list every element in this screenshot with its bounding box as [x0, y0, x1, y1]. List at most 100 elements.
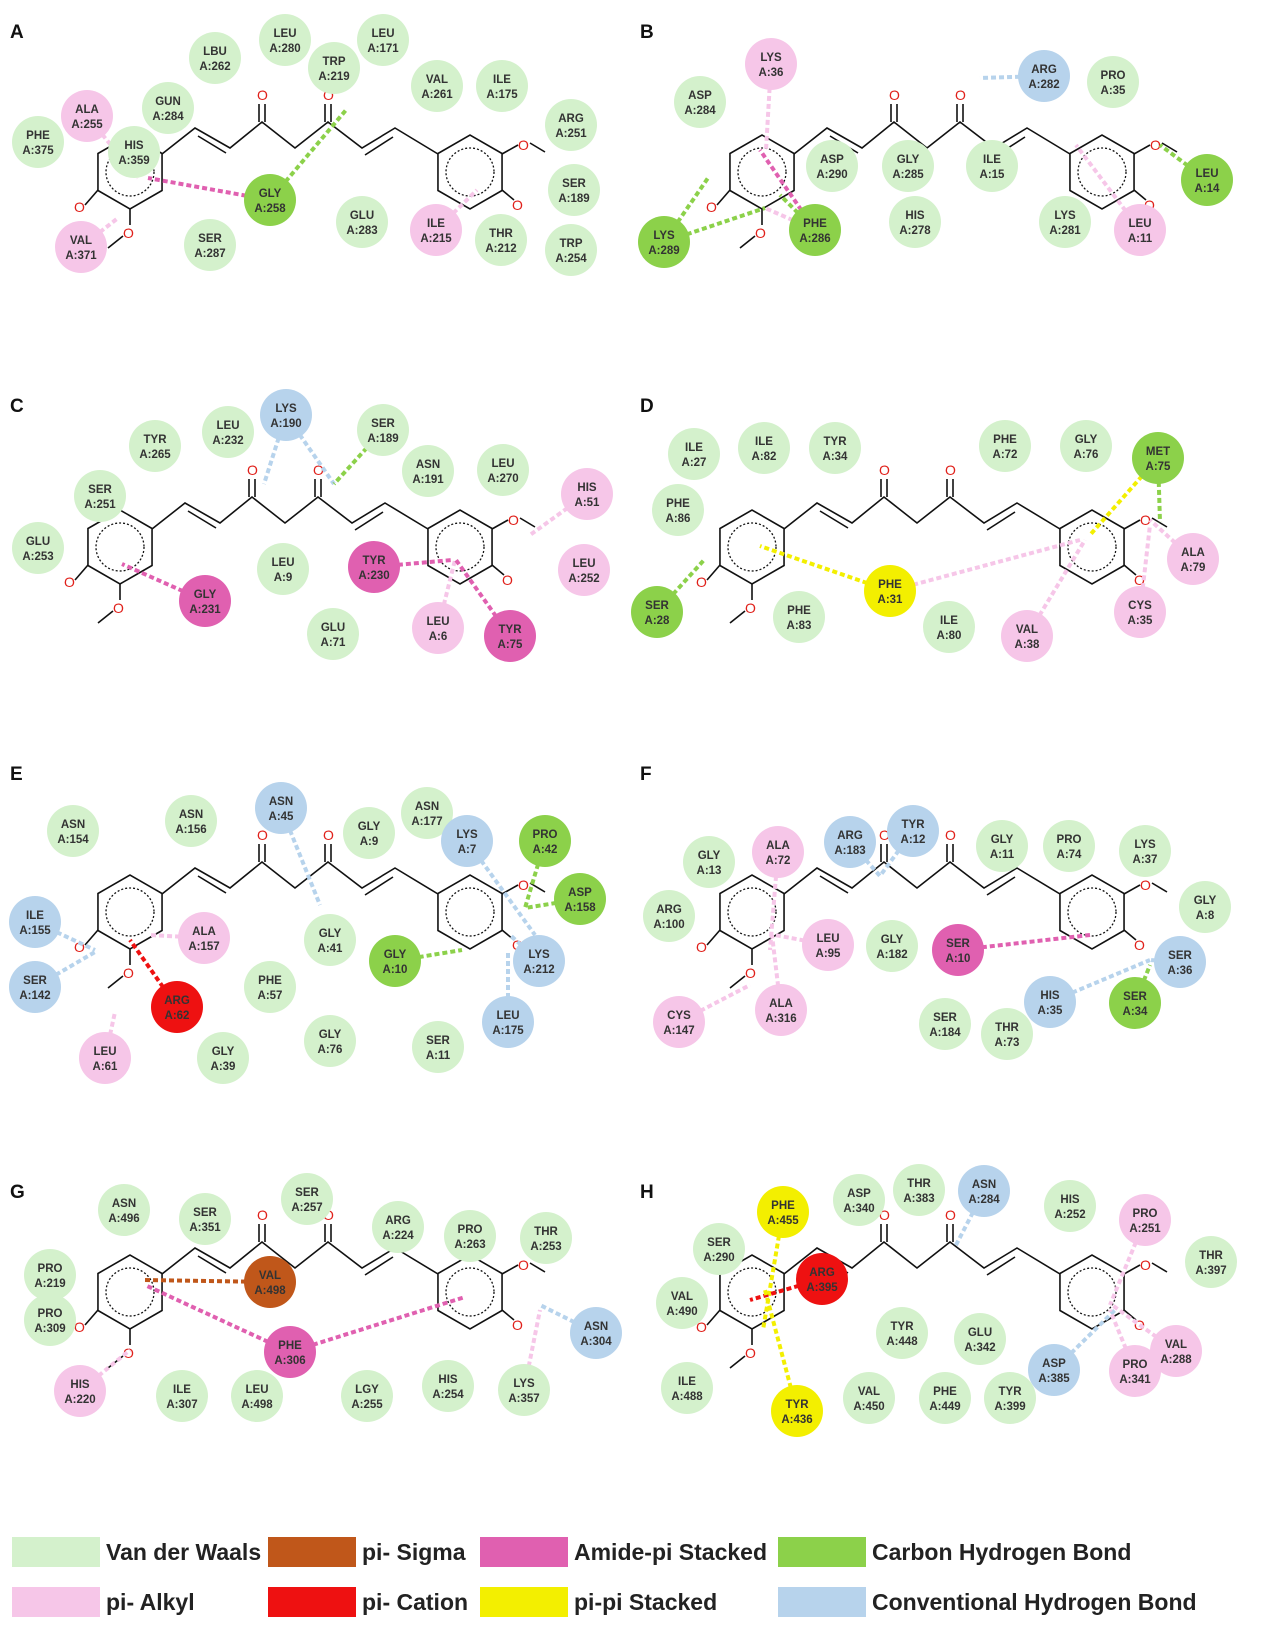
residue-circle — [179, 575, 231, 627]
oxygen-atom: O — [247, 462, 258, 478]
legend-label: pi- Cation — [362, 1589, 469, 1615]
residue-id: A:290 — [703, 1252, 734, 1264]
residue-circle — [806, 140, 858, 192]
oxygen-atom: O — [123, 1345, 134, 1361]
panel-label: H — [640, 1182, 654, 1203]
residue-name: ASN — [584, 1321, 608, 1333]
residue-circle — [441, 815, 493, 867]
residue-circle — [545, 99, 597, 151]
residue-circle — [255, 782, 307, 834]
residue-name: LEU — [274, 28, 297, 40]
residue-name: ASP — [688, 90, 712, 102]
residue-id: A:283 — [346, 225, 377, 237]
oxygen-atom: O — [745, 1345, 756, 1361]
oxygen-atom: O — [696, 939, 707, 955]
residue-circle — [482, 996, 534, 1048]
residue-name: HIS — [70, 1379, 90, 1391]
residue-id: A:307 — [166, 1399, 197, 1411]
residue-id: A:9 — [360, 836, 379, 848]
residue-id: A:83 — [787, 620, 812, 632]
panel-e: EASNA:154ASNA:156ASNA:45GLYA:9ASNA:177LY… — [9, 764, 606, 1084]
residue-name: SER — [946, 938, 970, 950]
residue-id: A:154 — [57, 834, 89, 846]
residue-name: PRO — [1101, 70, 1126, 82]
residue-circle — [882, 140, 934, 192]
residue-id: A:498 — [241, 1399, 273, 1411]
residue-name: SER — [1168, 950, 1192, 962]
residue-id: A:284 — [684, 105, 716, 117]
oxygen-atom: O — [502, 572, 513, 588]
residue-circle — [422, 1360, 474, 1412]
residue-name: PHE — [878, 579, 902, 591]
residue-id: A:215 — [420, 233, 452, 245]
residue-id: A:270 — [487, 473, 518, 485]
residue-id: A:38 — [1015, 639, 1041, 651]
oxygen-atom: O — [879, 1207, 890, 1223]
residue-circle — [738, 422, 790, 474]
residue-id: A:436 — [781, 1414, 812, 1426]
residue-circle — [652, 484, 704, 536]
residue-name: VAL — [671, 1291, 693, 1303]
residue-circle — [401, 787, 453, 839]
residue-name: ARG — [837, 830, 863, 842]
residue-name: LYS — [760, 52, 782, 64]
legend-label: pi- Sigma — [362, 1539, 466, 1565]
oxygen-atom: O — [123, 965, 134, 981]
residue-name: LYS — [1054, 210, 1076, 222]
residue-circle — [308, 42, 360, 94]
panel-label: G — [10, 1182, 25, 1203]
residue-name: PHE — [771, 1200, 795, 1212]
residue-id: A:254 — [555, 253, 587, 265]
oxygen-atom: O — [518, 137, 529, 153]
residue-name: PRO — [1123, 1359, 1148, 1371]
residue-name: CYS — [1128, 600, 1152, 612]
residue-id: A:286 — [799, 233, 830, 245]
residue-name: LEU — [1129, 218, 1152, 230]
residue-name: SER — [562, 178, 586, 190]
residue-name: MET — [1146, 446, 1170, 458]
residue-id: A:28 — [645, 615, 671, 627]
residue-id: A:13 — [697, 865, 722, 877]
oxygen-atom: O — [696, 1319, 707, 1335]
residue-circle — [259, 14, 311, 66]
residue-name: LYS — [275, 403, 297, 415]
residue-id: A:288 — [1160, 1354, 1192, 1366]
residue-circle — [108, 126, 160, 178]
residue-circle — [402, 445, 454, 497]
residue-circle — [958, 1165, 1010, 1217]
residue-circle — [919, 1372, 971, 1424]
residue-id: A:448 — [886, 1336, 918, 1348]
residue-circle — [656, 1277, 708, 1329]
oxygen-atom: O — [323, 827, 334, 843]
residue-id: A:450 — [853, 1401, 884, 1413]
residue-name: LEU — [372, 28, 395, 40]
residue-circle — [513, 935, 565, 987]
residue-name: LYS — [653, 230, 675, 242]
residue-circle — [1043, 820, 1095, 872]
residue-circle — [184, 219, 236, 271]
residue-id: A:287 — [194, 248, 225, 260]
residue-name: TRP — [323, 56, 346, 68]
residue-name: PHE — [933, 1386, 957, 1398]
residue-id: A:359 — [118, 155, 149, 167]
residue-id: A:31 — [878, 594, 904, 606]
oxygen-atom: O — [518, 1257, 529, 1273]
residue-circle — [410, 204, 462, 256]
